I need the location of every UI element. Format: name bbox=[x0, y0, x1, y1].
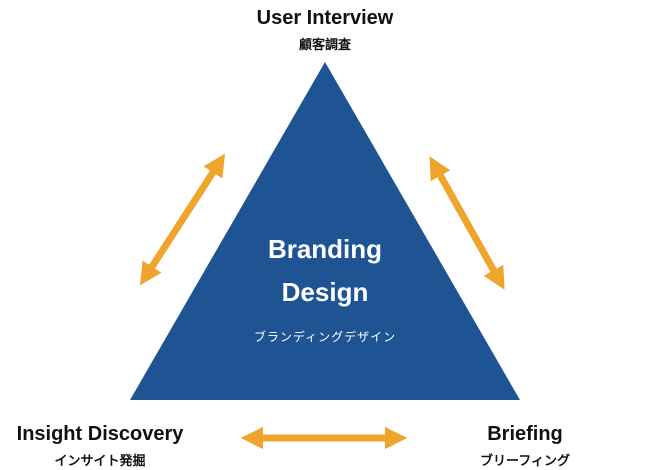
vertex-label-insight-discovery: Insight Discovery インサイト発掘 bbox=[0, 422, 200, 469]
vertex-label-briefing: Briefing ブリーフィング bbox=[440, 422, 610, 469]
pyramid-center-label: Branding Design ブランディングデザイン bbox=[175, 228, 475, 345]
briefing-subtitle-jp: ブリーフィング bbox=[480, 453, 570, 468]
user-interview-subtitle-jp: 顧客調査 bbox=[298, 37, 351, 52]
branding-line: Branding bbox=[267, 234, 383, 264]
left-double-arrow-icon bbox=[139, 153, 226, 286]
insight-discovery-title: Insight Discovery bbox=[16, 423, 184, 445]
insight-discovery-subtitle-jp: インサイト発掘 bbox=[54, 453, 146, 468]
vertex-label-user-interview: User Interview 顧客調査 bbox=[0, 6, 650, 53]
branding-design-subtitle-jp: ブランディングデザイン bbox=[253, 329, 397, 344]
user-interview-title: User Interview bbox=[256, 7, 394, 29]
design-line: Design bbox=[281, 276, 369, 307]
briefing-title: Briefing bbox=[487, 423, 563, 445]
right-double-arrow-icon bbox=[429, 156, 505, 290]
pyramid-triangle bbox=[130, 62, 520, 400]
